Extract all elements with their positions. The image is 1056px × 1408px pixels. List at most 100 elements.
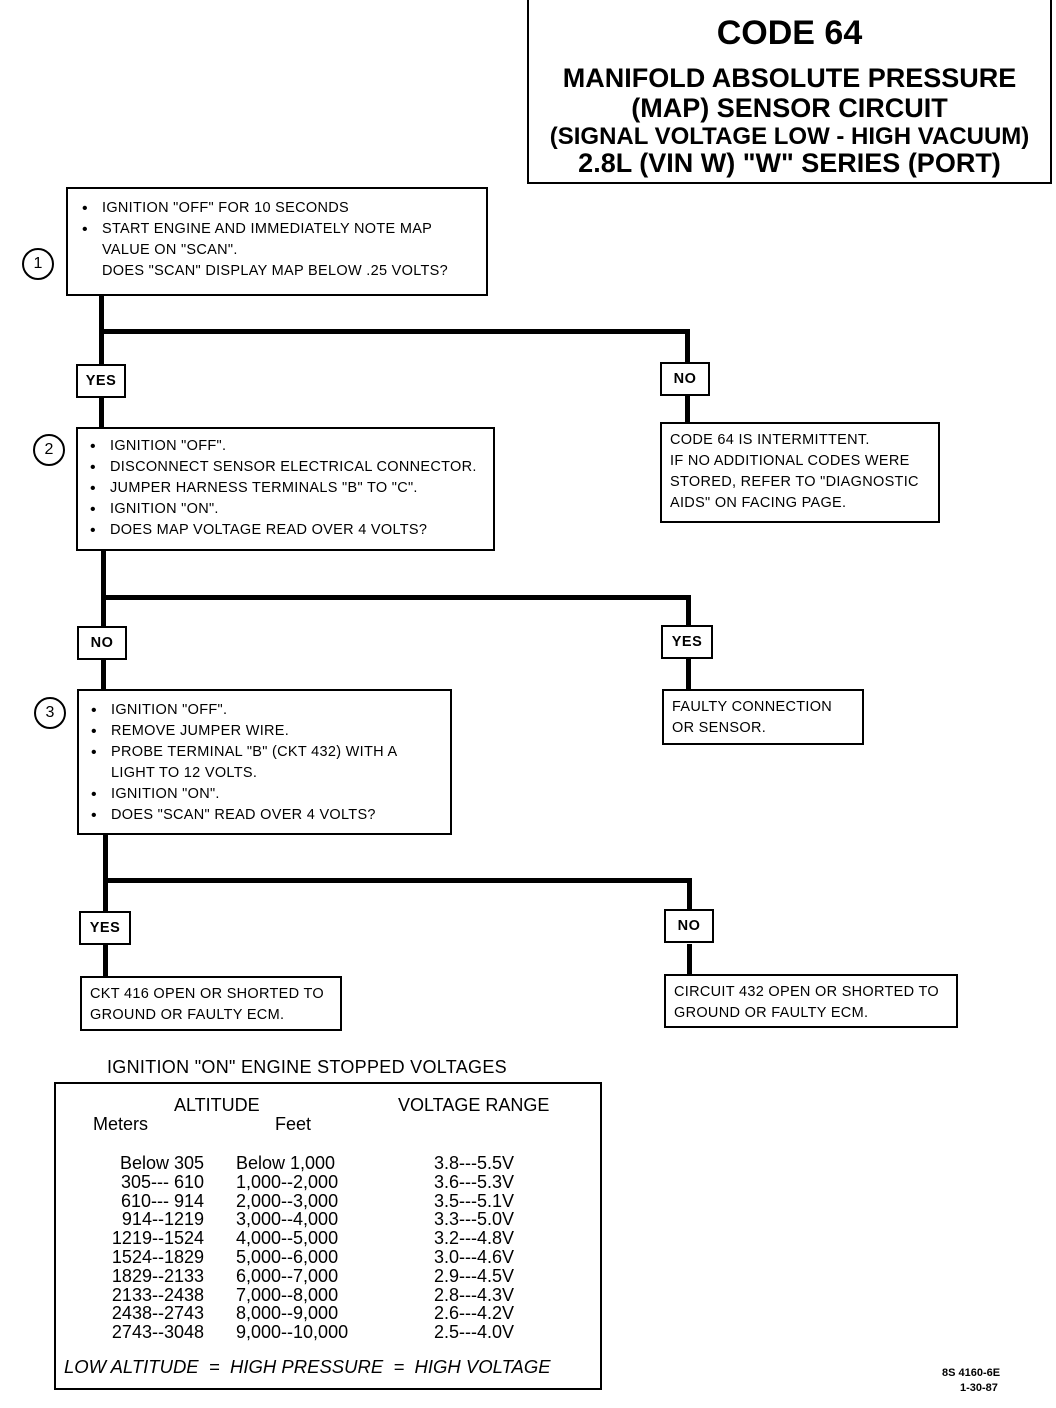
meters-cell: 610--- 914 xyxy=(120,1190,204,1211)
result-line: CODE 64 IS INTERMITTENT. xyxy=(670,432,870,448)
result-line: CIRCUIT 432 OPEN OR SHORTED TO xyxy=(674,984,939,1000)
result-line: OR SENSOR. xyxy=(672,720,767,736)
result-line: GROUND OR FAULTY ECM. xyxy=(90,1007,285,1023)
voltage-table: ALTITUDE VOLTAGE RANGE Meters Feet Below… xyxy=(54,1082,602,1390)
connector-line xyxy=(686,595,691,627)
code-title: CODE 64 xyxy=(716,14,863,52)
step-2-line: JUMPER HARNESS TERMINALS "B" TO "C". xyxy=(86,478,493,499)
connector-line xyxy=(685,396,690,422)
meters-cell: 2743--3048 xyxy=(111,1322,204,1343)
connector-line xyxy=(101,550,106,626)
feet-cell: 2,000--3,000 xyxy=(236,1190,339,1211)
connector-line xyxy=(685,329,690,364)
step-2-line: DOES MAP VOLTAGE READ OVER 4 VOLTS? xyxy=(86,520,493,541)
feet-cell: 9,000--10,000 xyxy=(236,1322,349,1343)
voltage-range-cell: 2.8---4.3V xyxy=(434,1284,515,1305)
voltage-range-cell: 2.5---4.0V xyxy=(434,1322,515,1343)
voltage-range-cell: 3.6---5.3V xyxy=(434,1171,515,1192)
step-3-line: LIGHT TO 12 VOLTS. xyxy=(111,765,258,781)
meters-cell: 914--1219 xyxy=(121,1209,204,1230)
connector-line xyxy=(101,659,106,691)
result-circuit432: CIRCUIT 432 OPEN OR SHORTED TO GROUND OR… xyxy=(664,974,958,1028)
title-line-4: 2.8L (VIN W) "W" SERIES (PORT) xyxy=(578,148,1001,178)
feet-cell: 7,000--8,000 xyxy=(236,1284,339,1305)
step-1-line: VALUE ON "SCAN". xyxy=(102,242,238,258)
step-3-number: 3 xyxy=(34,697,66,729)
meters-cell: 1829--2133 xyxy=(111,1265,204,1286)
result-faulty-connection: FAULTY CONNECTION OR SENSOR. xyxy=(662,689,864,745)
voltage-range-header: VOLTAGE RANGE xyxy=(398,1095,550,1115)
table-footer: LOW ALTITUDE = HIGH PRESSURE = HIGH VOLT… xyxy=(64,1356,551,1377)
step-1-line: IGNITION "OFF" FOR 10 SECONDS xyxy=(78,198,486,219)
step-3-line: DOES "SCAN" READ OVER 4 VOLTS? xyxy=(87,805,450,826)
voltage-range-cell: 3.5---5.1V xyxy=(434,1190,515,1211)
result-line: GROUND OR FAULTY ECM. xyxy=(674,1005,869,1021)
title-line-2: (MAP) SENSOR CIRCUIT xyxy=(631,93,948,123)
feet-cell: Below 1,000 xyxy=(236,1153,336,1173)
result-intermittent: CODE 64 IS INTERMITTENT. IF NO ADDITIONA… xyxy=(660,422,940,523)
voltage-range-cell: 2.9---4.5V xyxy=(434,1265,515,1286)
result-line: STORED, REFER TO "DIAGNOSTIC xyxy=(670,474,919,490)
altitude-header: ALTITUDE xyxy=(174,1095,260,1115)
result-line: IF NO ADDITIONAL CODES WERE xyxy=(670,453,910,469)
meters-cell: 2133--2438 xyxy=(111,1284,204,1305)
result-line: CKT 416 OPEN OR SHORTED TO xyxy=(90,986,324,1002)
step-1-line: START ENGINE AND IMMEDIATELY NOTE MAP xyxy=(78,219,486,240)
voltage-range-cell: 3.8---5.5V xyxy=(434,1153,515,1173)
step-2-box: IGNITION "OFF". DISCONNECT SENSOR ELECTR… xyxy=(76,427,495,551)
step-3-line: IGNITION "OFF". xyxy=(87,700,450,721)
voltage-range-cell: 3.2---4.8V xyxy=(434,1228,515,1249)
step-2-line: DISCONNECT SENSOR ELECTRICAL CONNECTOR. xyxy=(86,457,493,478)
step-3-yes-label: YES xyxy=(79,911,131,945)
result-ckt416: CKT 416 OPEN OR SHORTED TO GROUND OR FAU… xyxy=(80,976,342,1031)
step-1-box: IGNITION "OFF" FOR 10 SECONDS START ENGI… xyxy=(66,187,488,296)
feet-cell: 5,000--6,000 xyxy=(236,1246,339,1267)
voltage-table-title: IGNITION "ON" ENGINE STOPPED VOLTAGES xyxy=(107,1057,507,1077)
meters-cell: 2438--2743 xyxy=(111,1303,204,1324)
connector-line xyxy=(101,595,691,600)
connector-line xyxy=(687,878,692,910)
step-1-line: DOES "SCAN" DISPLAY MAP BELOW .25 VOLTS? xyxy=(102,263,448,279)
meters-cell: 305--- 610 xyxy=(120,1171,204,1192)
result-line: AIDS" ON FACING PAGE. xyxy=(670,495,847,511)
title-line-3: (SIGNAL VOLTAGE LOW - HIGH VACUUM) xyxy=(549,123,1030,150)
meters-cell: Below 305 xyxy=(119,1153,204,1173)
title-line-1: MANIFOLD ABSOLUTE PRESSURE xyxy=(562,63,1017,93)
connector-line xyxy=(687,944,692,974)
connector-line xyxy=(99,329,690,334)
feet-header: Feet xyxy=(275,1114,312,1134)
connector-line xyxy=(99,396,104,430)
connector-line xyxy=(686,659,691,689)
step-2-line: IGNITION "OFF". xyxy=(86,436,493,457)
step-2-number: 2 xyxy=(33,434,65,466)
step-3-line: IGNITION "ON". xyxy=(87,784,450,805)
step-3-no-label: NO xyxy=(664,909,714,943)
meters-cell: 1219--1524 xyxy=(111,1228,204,1249)
step-1-no-label: NO xyxy=(660,362,710,396)
feet-cell: 3,000--4,000 xyxy=(236,1209,339,1230)
step-2-line: IGNITION "ON". xyxy=(86,499,493,520)
connector-line xyxy=(103,944,108,976)
meters-cell: 1524--1829 xyxy=(111,1246,204,1267)
voltage-range-cell: 3.0---4.6V xyxy=(434,1246,515,1267)
voltage-range-cell: 3.3---5.0V xyxy=(434,1209,515,1230)
step-3-line: REMOVE JUMPER WIRE. xyxy=(87,721,450,742)
result-line: FAULTY CONNECTION xyxy=(672,699,833,715)
step-3-box: IGNITION "OFF". REMOVE JUMPER WIRE. PROB… xyxy=(77,689,452,835)
document-date: 1-30-87 xyxy=(960,1382,998,1394)
feet-cell: 8,000--9,000 xyxy=(236,1303,339,1324)
step-2-no-label: NO xyxy=(77,626,127,660)
document-number: 8S 4160-6E xyxy=(942,1367,1001,1379)
step-1-number: 1 xyxy=(22,248,54,280)
feet-cell: 1,000--2,000 xyxy=(236,1171,339,1192)
feet-cell: 4,000--5,000 xyxy=(236,1228,339,1249)
connector-line xyxy=(103,834,108,912)
step-3-line: PROBE TERMINAL "B" (CKT 432) WITH A xyxy=(87,742,450,763)
step-1-yes-label: YES xyxy=(76,364,126,398)
title-block: CODE 64 MANIFOLD ABSOLUTE PRESSURE (MAP)… xyxy=(527,0,1052,184)
feet-cell: 6,000--7,000 xyxy=(236,1265,339,1286)
meters-header: Meters xyxy=(93,1114,149,1134)
